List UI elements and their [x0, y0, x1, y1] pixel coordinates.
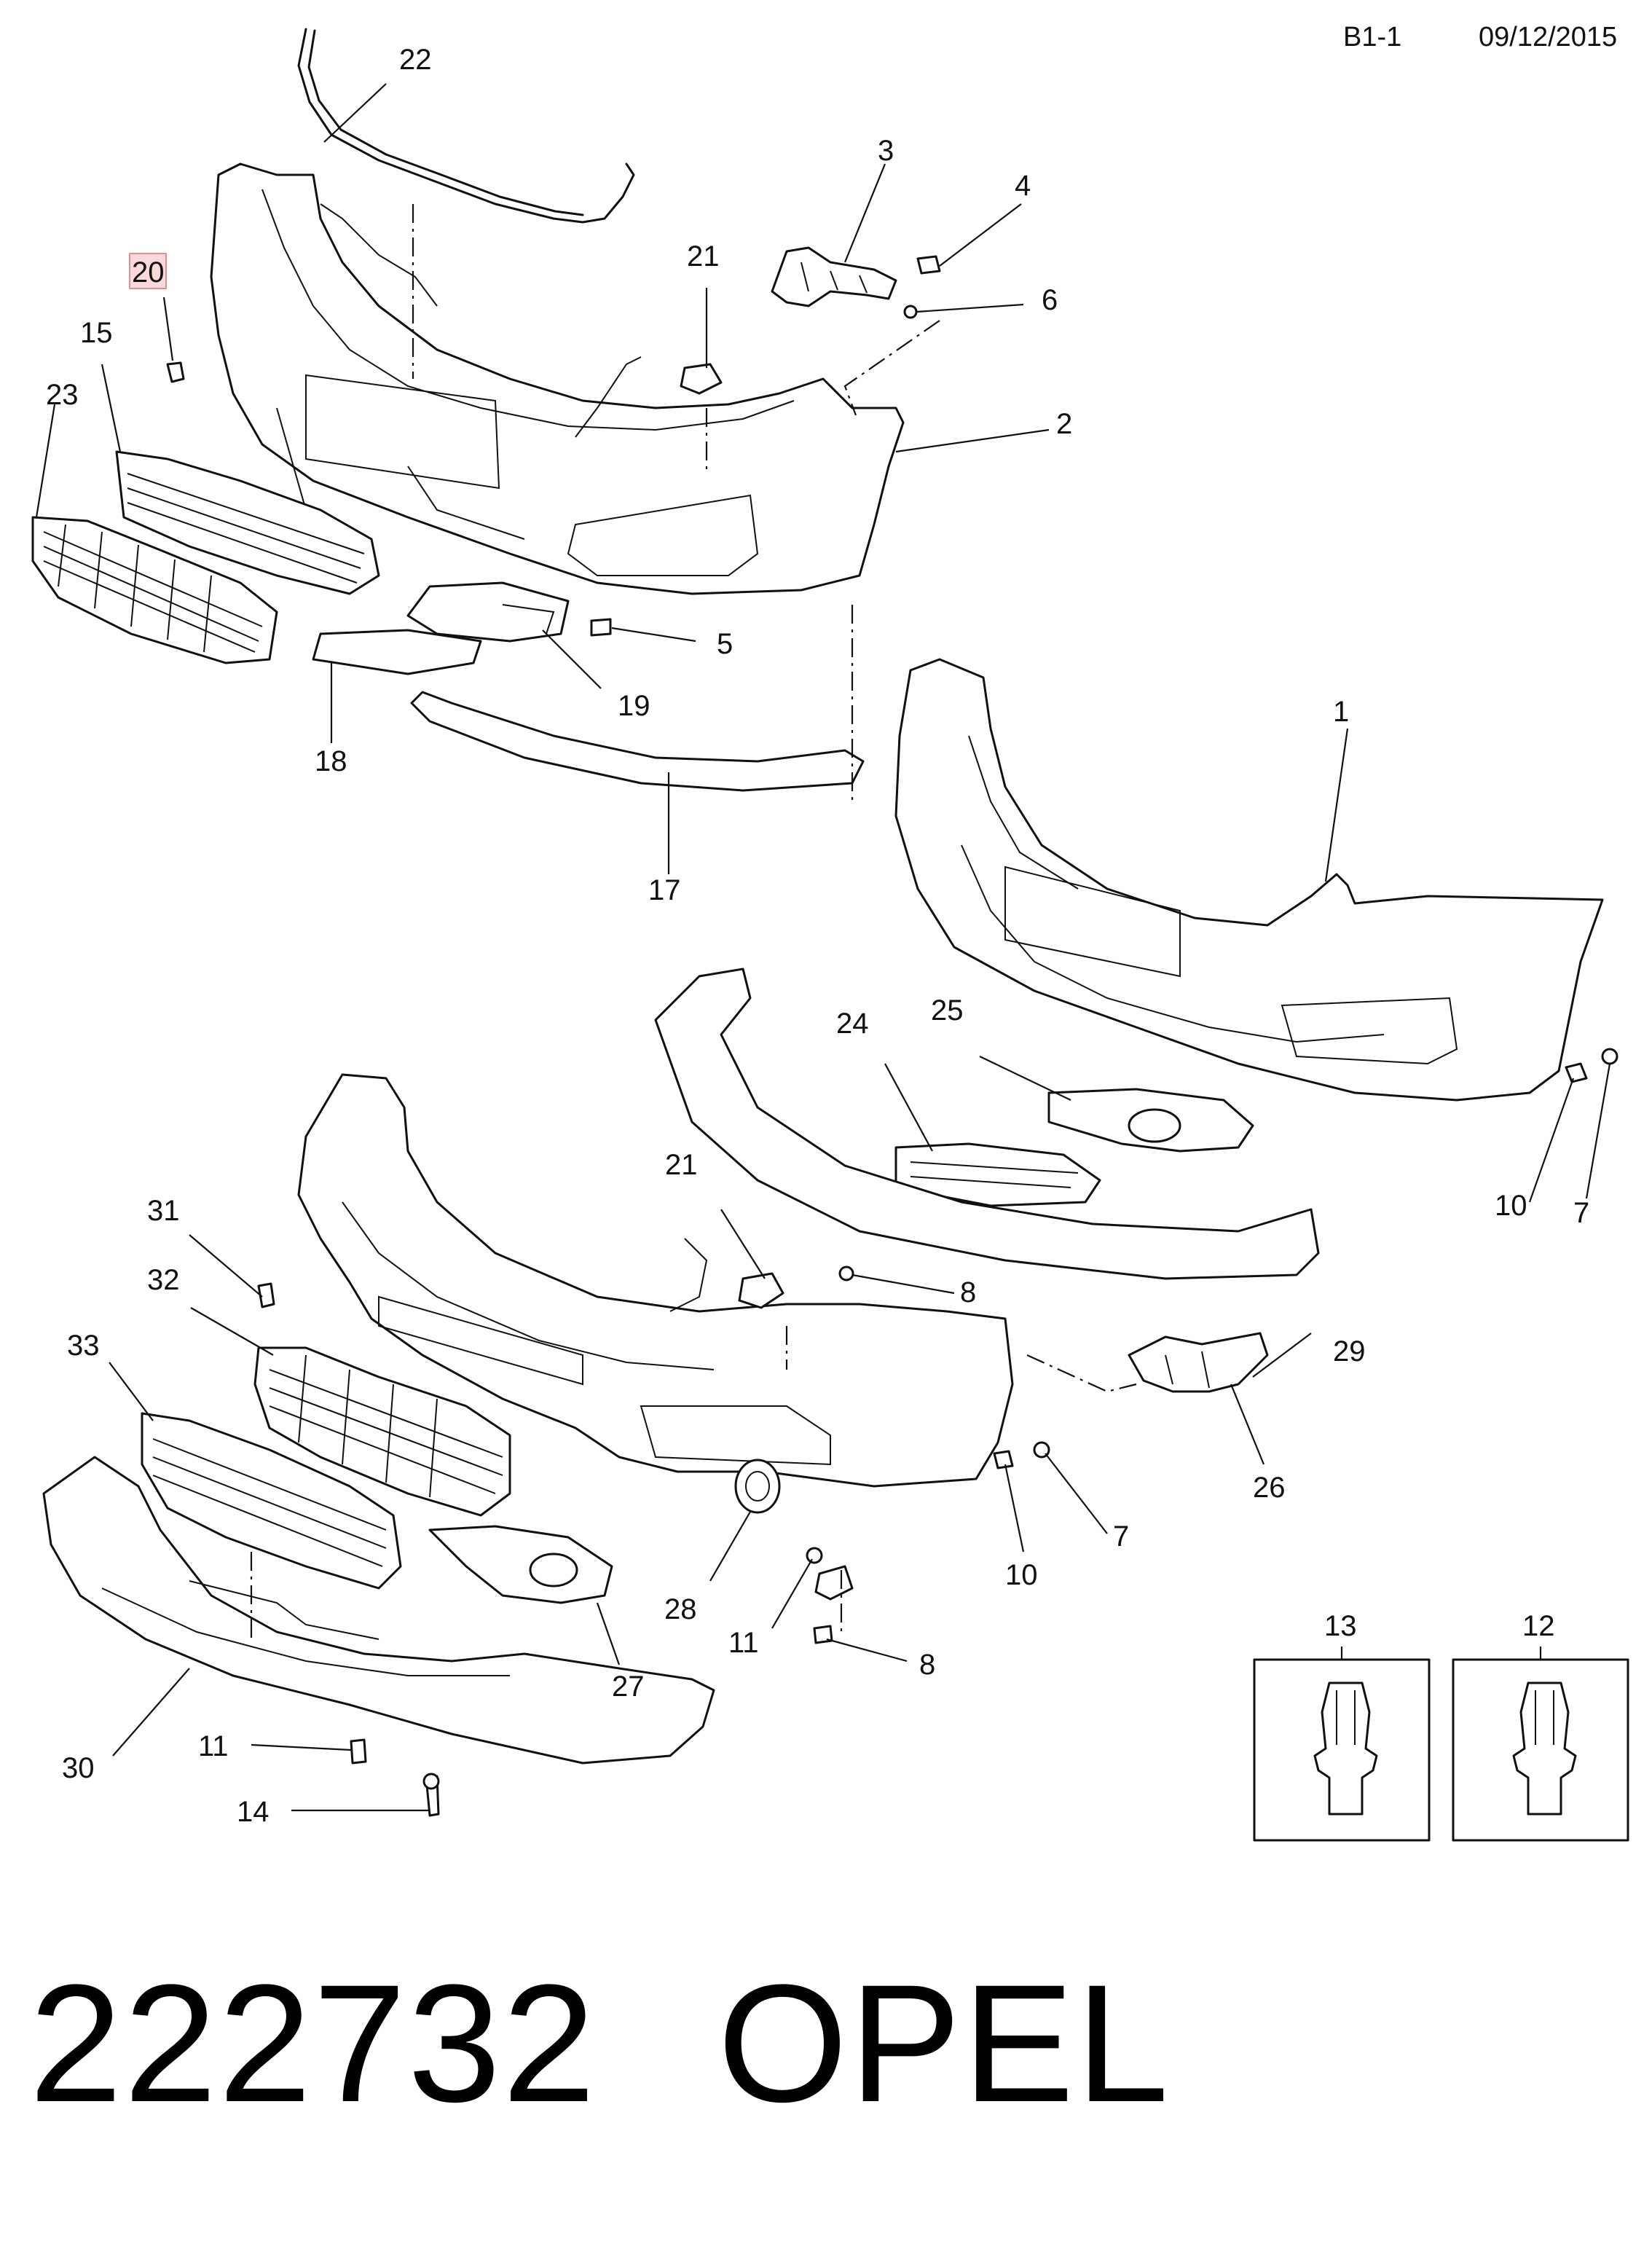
part-27-fog-surround — [428, 1525, 613, 1604]
callout-31: 31 — [147, 1195, 180, 1227]
brand-name: OPEL — [717, 1950, 1171, 2137]
alignment-lines — [250, 204, 1137, 1639]
lower-bumper-cover — [297, 1073, 1014, 1488]
part-11-clip-bottom — [350, 1738, 367, 1765]
callout-14: 14 — [237, 1796, 270, 1828]
callout-numbers: 22 3 4 21 6 20 15 23 2 5 19 18 1 17 24 2… — [46, 44, 1589, 1828]
part-number: 222732 — [29, 1950, 597, 2137]
bracket-small — [814, 1565, 854, 1601]
part-3-bracket — [771, 246, 897, 307]
leader-lines — [35, 83, 1611, 1812]
part-10-clip-lower — [993, 1450, 1014, 1469]
part-24-fog-surround — [894, 1142, 1101, 1207]
callout-32: 32 — [147, 1264, 180, 1296]
callout-21-lower: 21 — [665, 1149, 698, 1181]
part-17-spoiler — [410, 691, 865, 792]
callout-11-mid: 11 — [728, 1627, 759, 1659]
callout-29: 29 — [1333, 1335, 1366, 1367]
callout-30: 30 — [62, 1752, 95, 1784]
callout-28: 28 — [664, 1593, 697, 1625]
callout-15: 15 — [80, 317, 113, 349]
callout-11-bottom: 11 — [198, 1730, 229, 1762]
part-19-fog-trim — [406, 581, 570, 643]
callout-7-right: 7 — [1573, 1197, 1589, 1229]
callout-13: 13 — [1324, 1610, 1357, 1642]
callout-7-lower: 7 — [1113, 1520, 1129, 1553]
part-8-clip-upper — [838, 1265, 854, 1282]
part-7-screw-right — [1601, 1048, 1618, 1065]
callout-8-lower: 8 — [919, 1649, 935, 1681]
part-25-fog-surround — [1047, 1088, 1254, 1153]
callout-23: 23 — [46, 379, 79, 411]
part-32-mesh-grille — [253, 1346, 511, 1517]
callout-6: 6 — [1042, 284, 1058, 316]
part-26-air-duct — [1128, 1332, 1269, 1393]
callout-1: 1 — [1333, 696, 1349, 728]
callout-18: 18 — [315, 745, 347, 777]
callout-4: 4 — [1015, 170, 1031, 202]
part-30-valance — [42, 1456, 715, 1765]
callout-19: 19 — [618, 690, 650, 722]
callout-17: 17 — [648, 874, 681, 906]
callout-12: 12 — [1522, 1610, 1555, 1642]
detail-box-13 — [1253, 1658, 1431, 1842]
part-6-clip — [903, 305, 918, 319]
part-20-clip — [166, 361, 185, 383]
part-5-clip — [590, 618, 612, 637]
part-31-clip — [257, 1282, 275, 1308]
callout-20: 20 — [132, 256, 165, 289]
part-21-tow-cover-upper — [680, 363, 723, 395]
part-21-tow-cover-lower — [738, 1272, 784, 1309]
callout-33: 33 — [67, 1330, 100, 1362]
part-33-grille — [141, 1412, 402, 1590]
detail-box-12 — [1452, 1658, 1629, 1842]
callout-22: 22 — [399, 44, 432, 76]
part-10-clip-right — [1565, 1062, 1588, 1083]
diagram-date: 09/12/2015 — [1479, 22, 1618, 52]
callout-25: 25 — [931, 994, 964, 1027]
callout-21-upper: 21 — [687, 240, 720, 272]
part-11-clip-mid — [806, 1547, 823, 1564]
part-14-push-pin — [422, 1773, 440, 1817]
part-15-grille — [115, 450, 380, 595]
part-4-screw — [916, 255, 941, 275]
callout-24: 24 — [836, 1008, 869, 1040]
callout-10-lower: 10 — [1005, 1559, 1038, 1591]
callout-5: 5 — [717, 628, 733, 660]
callout-27: 27 — [612, 1671, 645, 1703]
part-23-mesh-grille — [31, 516, 278, 664]
page-code: B1-1 — [1343, 22, 1402, 52]
part-29-spoiler — [654, 968, 1320, 1280]
part-28-fog-lamp — [734, 1459, 781, 1514]
exploded-parts-diagram: 22 3 4 21 6 20 15 23 2 5 19 18 1 17 24 2… — [31, 28, 1629, 1842]
callout-2: 2 — [1056, 408, 1072, 440]
callout-10-right: 10 — [1495, 1190, 1527, 1222]
callout-26: 26 — [1253, 1472, 1286, 1504]
part-1-bumper-assembly — [894, 658, 1604, 1102]
part-18-fog-trim — [312, 629, 482, 675]
part-22-upper-trim — [297, 28, 635, 224]
callout-3: 3 — [878, 135, 894, 167]
callout-20-highlight — [129, 253, 167, 289]
callout-8-upper: 8 — [960, 1276, 976, 1308]
